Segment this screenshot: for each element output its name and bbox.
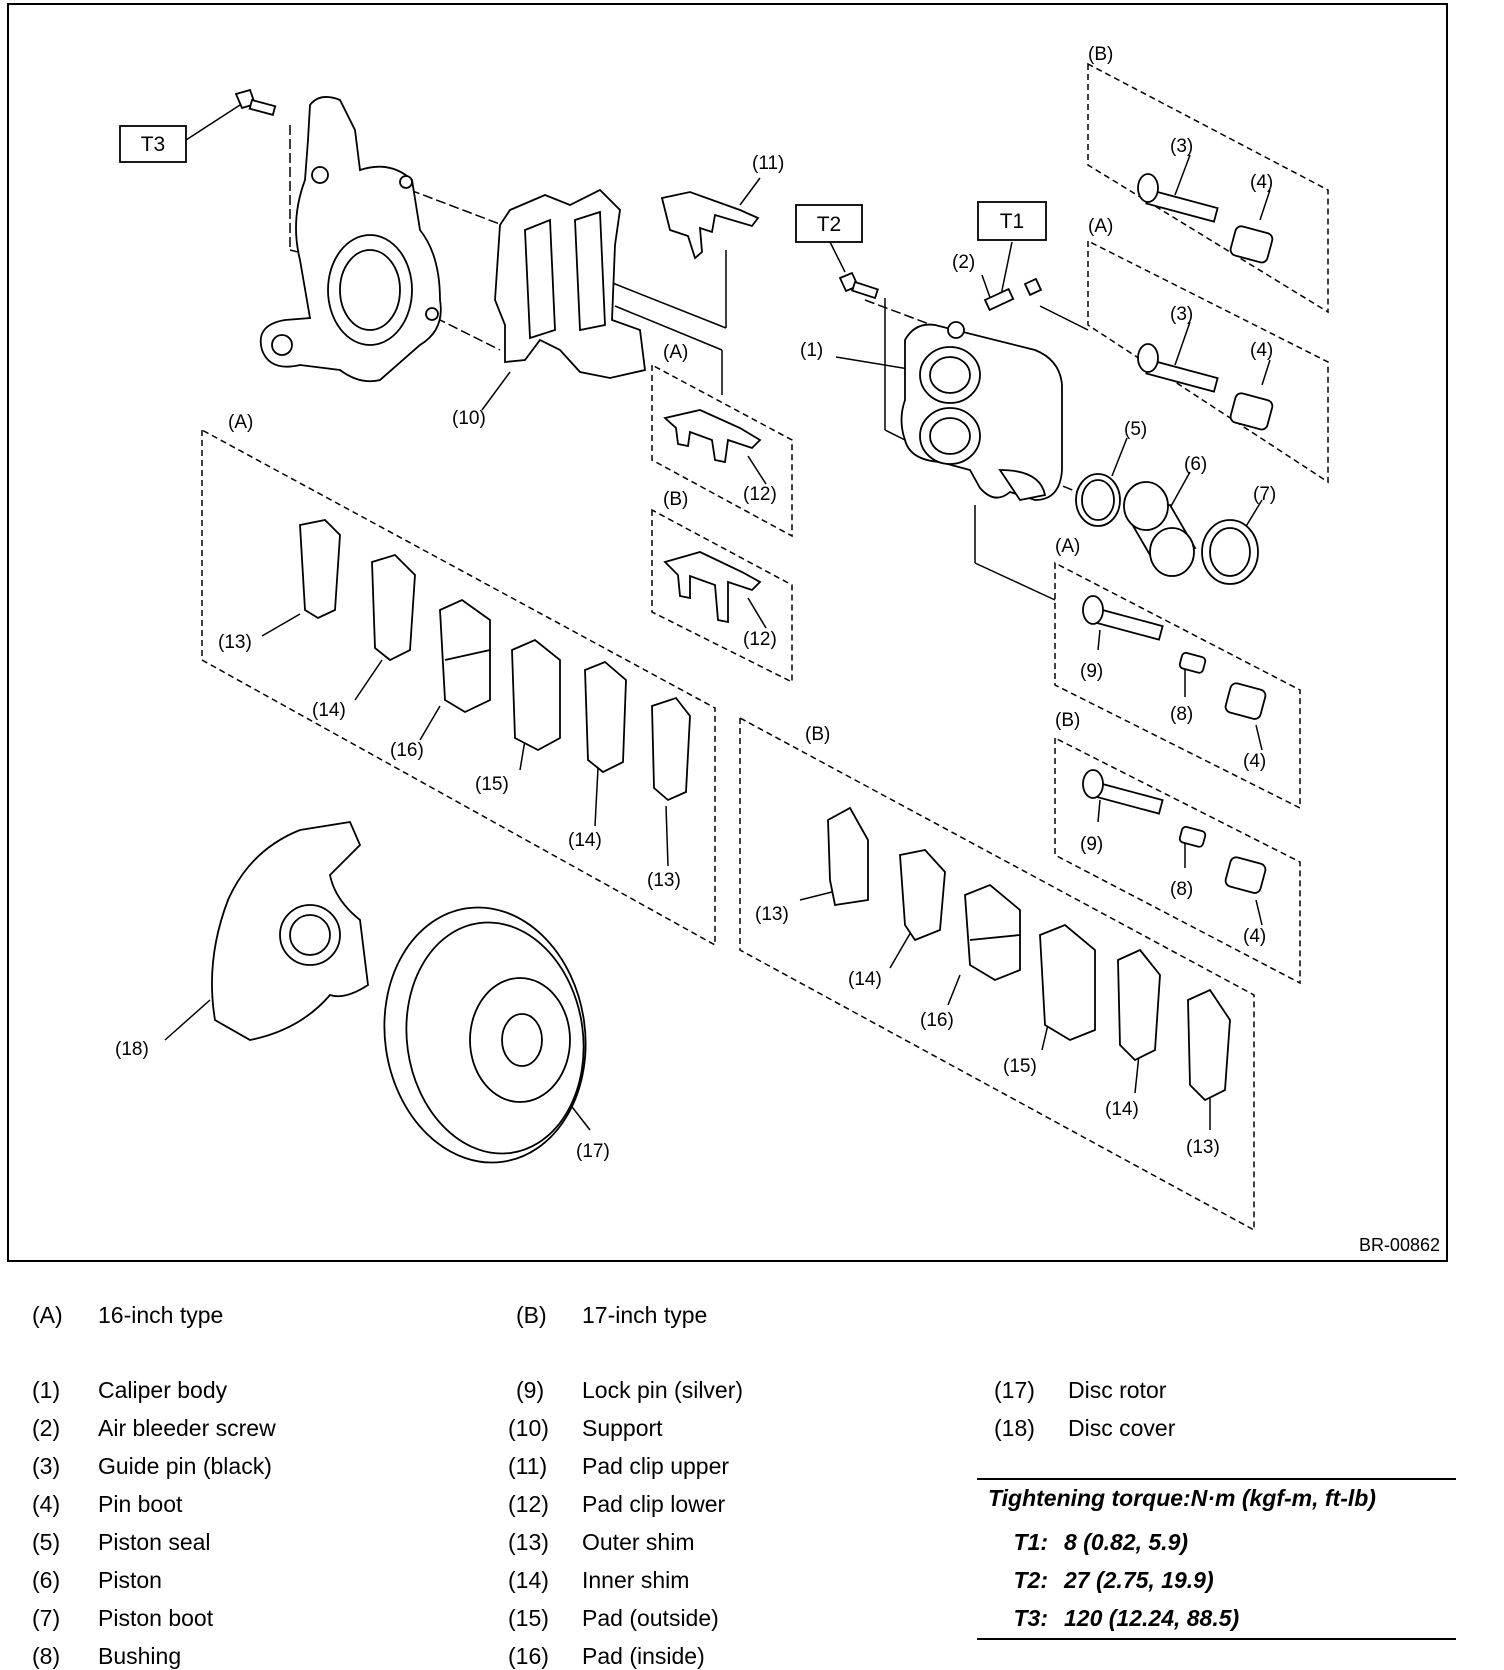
label-a-top: (A) xyxy=(1088,216,1113,237)
air-bleeder-screw xyxy=(983,277,1043,312)
pad-inside-b xyxy=(964,883,1021,982)
label-4-lock-b: (4) xyxy=(1243,926,1266,947)
outer-shim-a-outer xyxy=(651,696,691,802)
label-t1: T1 xyxy=(1000,210,1025,233)
label-16-b: (16) xyxy=(920,1010,954,1031)
pad-set-box-a xyxy=(201,428,716,947)
label-5: (5) xyxy=(1124,419,1147,440)
label-14-b2: (14) xyxy=(1105,1099,1139,1120)
bolt-t2 xyxy=(838,271,879,300)
torque-rule-top xyxy=(977,1478,1456,1480)
support-bracket xyxy=(494,188,646,379)
disc-rotor xyxy=(383,906,587,1164)
guide-pin-a xyxy=(1137,343,1219,393)
inner-shim-a-outer xyxy=(584,660,627,774)
label-4-b: (4) xyxy=(1250,172,1273,193)
label-4-lock-a: (4) xyxy=(1243,751,1266,772)
label-12-b: (12) xyxy=(743,629,777,650)
label-9-b: (9) xyxy=(1080,834,1103,855)
inner-shim-b-outer xyxy=(1117,948,1161,1062)
label-13-a2: (13) xyxy=(647,870,681,891)
torque-rule-bottom xyxy=(977,1638,1456,1640)
piston xyxy=(1123,481,1197,577)
label-b-clip: (B) xyxy=(663,489,688,510)
label-t3: T3 xyxy=(141,133,166,156)
label-1: (1) xyxy=(800,340,823,361)
outer-shim-a-inner xyxy=(299,519,341,620)
label-18: (18) xyxy=(115,1039,149,1060)
pin-boot-b xyxy=(1229,225,1274,264)
label-a-lock: (A) xyxy=(1055,536,1080,557)
label-4-a: (4) xyxy=(1250,340,1273,361)
pad-clip-lower-b xyxy=(663,551,762,624)
label-a-clip: (A) xyxy=(663,342,688,363)
label-b-top: (B) xyxy=(1088,44,1113,65)
caliper-body xyxy=(900,321,1063,502)
label-16-a: (16) xyxy=(390,740,424,761)
label-3-a: (3) xyxy=(1170,304,1193,325)
guide-pin-box-b xyxy=(1087,62,1329,314)
diagram-frame xyxy=(7,3,1448,1262)
figure-id: BR-00862 xyxy=(1359,1235,1440,1255)
label-12-a: (12) xyxy=(743,484,777,505)
pad-clip-lower-a xyxy=(663,409,762,464)
pad-set-box-b xyxy=(739,716,1255,1232)
outer-shim-b-outer xyxy=(1187,988,1231,1102)
lock-pin-b xyxy=(1082,769,1164,815)
pin-boot-lock-a xyxy=(1224,682,1267,720)
bushing-a xyxy=(1178,651,1207,674)
label-17: (17) xyxy=(576,1141,610,1162)
guide-pin-box-a xyxy=(1087,239,1329,484)
label-13-b1: (13) xyxy=(755,904,789,925)
label-3-b: (3) xyxy=(1170,136,1193,157)
disc-cover xyxy=(211,821,369,1041)
label-14-a1: (14) xyxy=(312,700,346,721)
label-7: (7) xyxy=(1253,484,1276,505)
label-13-b2: (13) xyxy=(1186,1137,1220,1158)
lock-pin-a xyxy=(1082,595,1164,641)
label-b-pads: (B) xyxy=(805,724,830,745)
exploded-brake-diagram: T3 T2 T1 (B) (A) (3) (4) (3) (4) (11) (2… xyxy=(7,3,1448,1262)
guide-pin-b xyxy=(1137,173,1219,223)
lock-pin-box-a xyxy=(1054,561,1301,810)
label-13-a1: (13) xyxy=(218,632,252,653)
lock-pin-box-b xyxy=(1054,736,1301,985)
label-b-lock: (B) xyxy=(1055,710,1080,731)
label-9-a: (9) xyxy=(1080,661,1103,682)
inner-shim-b-inner xyxy=(899,849,946,942)
label-8-a: (8) xyxy=(1170,704,1193,725)
bushing-b xyxy=(1178,825,1207,848)
pad-outside-a xyxy=(511,638,561,752)
label-10: (10) xyxy=(452,408,486,429)
label-a-pads: (A) xyxy=(228,412,253,433)
label-15-a: (15) xyxy=(475,774,509,795)
label-14-b1: (14) xyxy=(848,969,882,990)
steering-knuckle xyxy=(259,96,442,383)
bolt-t3 xyxy=(234,88,277,117)
label-6: (6) xyxy=(1184,454,1207,475)
label-8-b: (8) xyxy=(1170,879,1193,900)
pin-boot-a xyxy=(1229,392,1274,431)
torque-title: Tightening torque:N·m (kgf-m, ft-lb) xyxy=(988,1485,1376,1511)
outer-shim-b-inner xyxy=(827,806,869,907)
label-14-a2: (14) xyxy=(568,830,602,851)
label-t2: T2 xyxy=(817,213,842,236)
label-15-b: (15) xyxy=(1003,1056,1037,1077)
pad-clip-upper xyxy=(660,191,760,260)
clip-box-a xyxy=(651,363,793,538)
label-11: (11) xyxy=(752,153,784,174)
pin-boot-lock-b xyxy=(1224,856,1267,894)
label-2: (2) xyxy=(952,252,975,273)
inner-shim-a-inner xyxy=(371,553,416,662)
pad-outside-b xyxy=(1039,923,1096,1042)
